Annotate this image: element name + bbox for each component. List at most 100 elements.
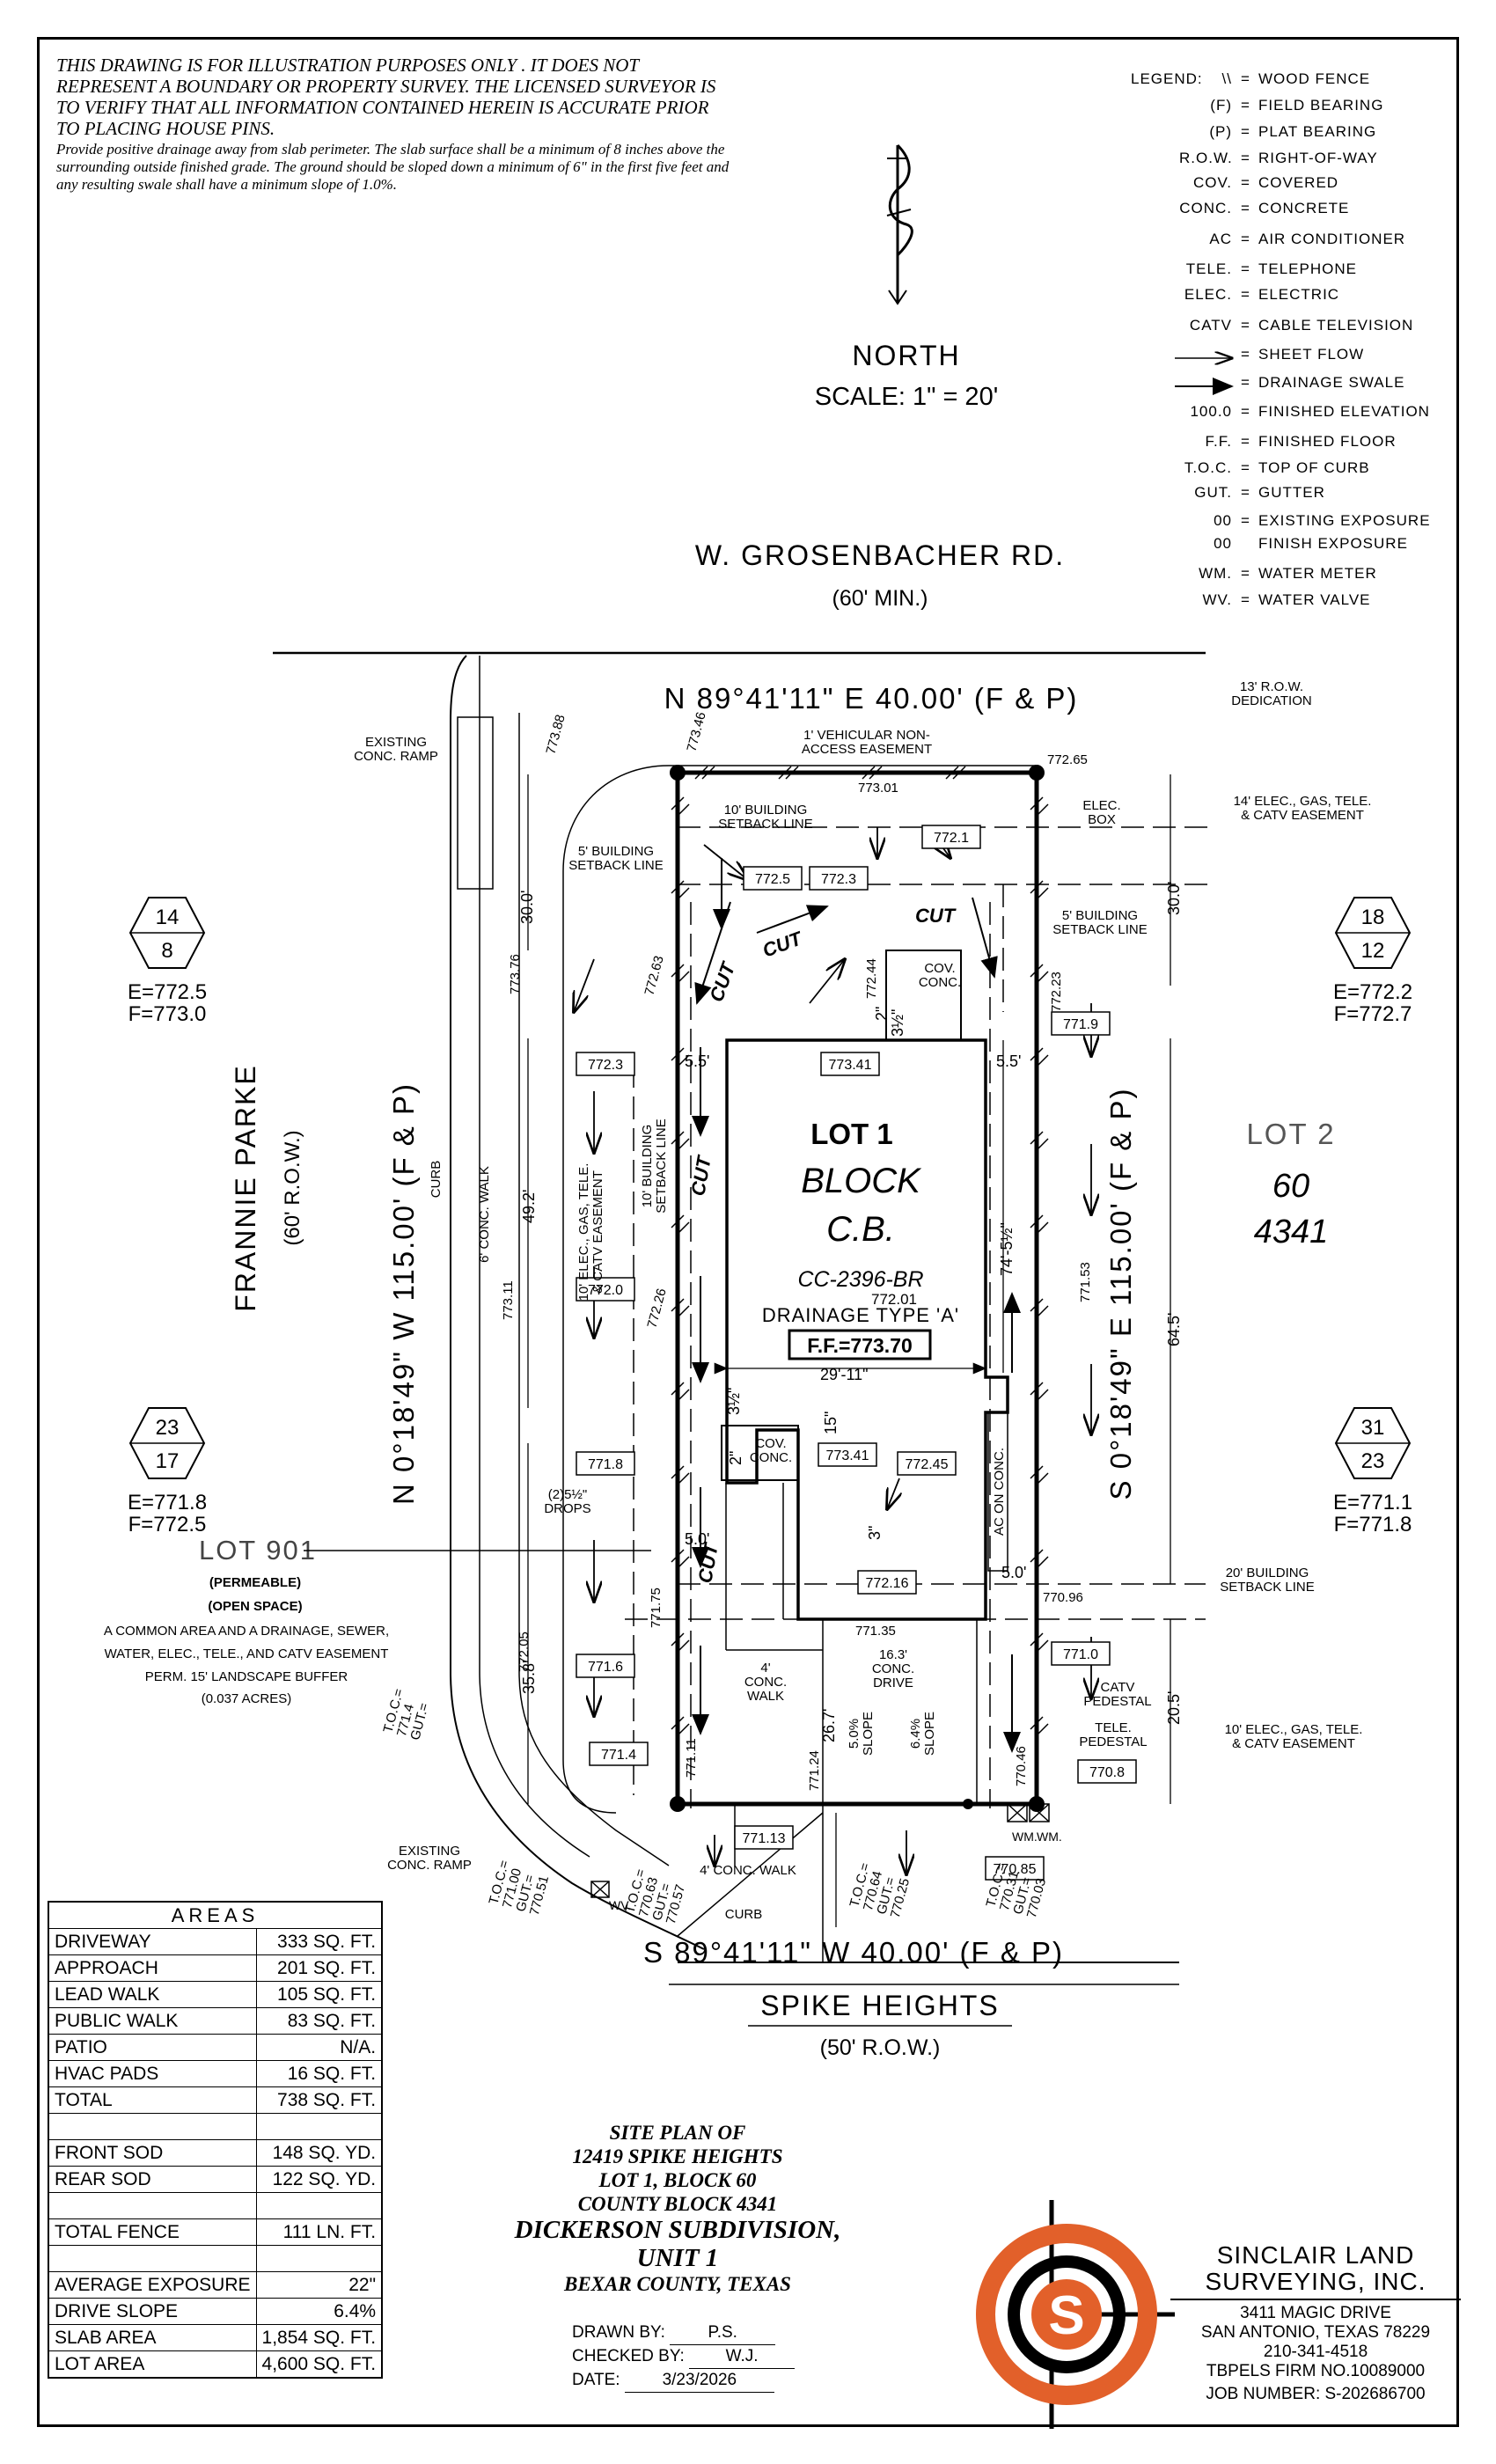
exposure-finish: 8 [161,939,172,963]
scale-label: SCALE: 1" = 20' [815,383,998,411]
fence-mark [1035,1221,1049,1236]
legend-meaning: DRAINAGE SWALE [1258,374,1405,391]
note-slope2: 6.4%SLOPE [908,1712,937,1756]
elevation-box: 772.3 [809,866,869,891]
fence-mark [676,803,690,818]
areas-key: FRONT SOD [48,2139,257,2167]
areas-key: AVERAGE EXPOSURE [48,2271,257,2299]
areas-key: APPROACH [48,1954,257,1982]
areas-value: N/A. [255,2034,383,2061]
fence-mark [1030,1131,1044,1145]
legend-symbol: \\ [1221,70,1232,87]
bearing-south: S 89°41'11" W 40.00' (F & P) [643,1936,1064,1969]
areas-title: AREAS [48,1901,383,1929]
exposure-e: E=772.2 [1333,980,1412,1004]
company-firm: TBPELS FIRM NO.10089000 [1206,2362,1426,2380]
fence-mark [701,766,715,780]
corner-pins [670,765,1045,1812]
areas-value: 16 SQ. FT. [255,2060,383,2087]
exposure-f: F=773.0 [128,1002,207,1026]
elevation-box: 771.4 [589,1742,649,1766]
dimension-text: 3" [866,1526,884,1540]
areas-value: 201 SQ. FT. [255,1954,383,1982]
legend-equals: = [1241,286,1250,303]
legend-meaning: ELECTRIC [1258,286,1340,303]
areas-value [255,2113,383,2140]
fence-mark [1030,1214,1044,1228]
fence-mark [671,1047,685,1061]
elevation-box: 771.8 [576,1451,635,1476]
legend-meaning: COVERED [1258,174,1339,191]
wm-label: WM. [1012,1830,1038,1844]
fence-mark [676,1723,690,1737]
cut-label-2: CUT [759,927,806,961]
lot-number: LOT 1 [810,1118,893,1150]
exposure-existing: 23 [156,1416,180,1440]
legend-symbol: (F) [1210,97,1232,114]
fence-mark [1030,1298,1044,1312]
elevation-value: 770.8 [1089,1765,1125,1780]
legend-meaning: FINISHED ELEVATION [1258,403,1430,420]
ac-pad [987,1412,1008,1572]
legend-equals: = [1241,174,1250,191]
wood-fence-marks [671,766,1049,1737]
spot-elevation: 771.24 [807,1750,822,1791]
note-toc-gut-4: T.O.C.=770.64GUT.=770.25 [847,1861,913,1920]
fence-mark [676,1639,690,1654]
legend-equals: = [1241,403,1250,420]
fence-mark [671,1632,685,1646]
legend-meaning: CABLE TELEVISION [1258,317,1414,334]
note-vehicular: 1' VEHICULAR NON-ACCESS EASEMENT [802,728,932,757]
lot901-permeable: (PERMEABLE) [209,1575,301,1590]
dimension-text: 15" [822,1412,840,1434]
drainage-swale-arrows [692,858,1021,1753]
fence-mark [1030,1549,1044,1563]
signoff: DRAWN BY: P.S. CHECKED BY: W.J. DATE: 3/… [572,2321,796,2393]
fence-mark [676,1472,690,1486]
fence-mark [1035,1305,1049,1319]
cov-conc-south [721,1425,799,1481]
company-name-1: SINCLAIR LAND [1216,2241,1415,2269]
areas-value [255,2245,383,2272]
areas-value: 738 SQ. FT. [255,2086,383,2114]
fence-mark [1035,1639,1049,1654]
legend-meaning: WOOD FENCE [1258,70,1371,87]
legend-equals: = [1241,97,1250,114]
dimension-text: 2" [873,1007,891,1021]
logo-letter: S [1048,2285,1084,2346]
areas-key [48,2245,257,2272]
legend-symbol: 100.0 [1190,403,1232,420]
dimension-lines [527,774,1171,1927]
spot-elevation: 772.65 [1047,752,1088,767]
job-number: JOB NUMBER: S-202686700 [1206,2385,1426,2403]
spot-elevation: 771.75 [649,1588,664,1628]
checked-by: W.J. [689,2345,796,2369]
legend-symbol: CATV [1189,317,1232,334]
areas-row [48,2113,383,2140]
elevation-value: 771.0 [1063,1647,1098,1662]
legend-equals: = [1241,484,1250,501]
legend-title: LEGEND: [1131,70,1203,87]
company-block: SINCLAIR LAND SURVEYING, INC. 3411 MAGIC… [1170,2242,1461,2404]
legend-symbol: TELE. [1185,260,1232,277]
title-line-2: 12419 SPIKE HEIGHTS [572,2145,783,2167]
areas-key: DRIVE SLOPE [48,2298,257,2325]
drawing-frame [37,37,1459,2427]
title-line-6: UNIT 1 [636,2244,719,2272]
exposure-existing: 31 [1361,1416,1385,1440]
cov-conc-north [885,950,962,1041]
exposure-e: E=771.1 [1333,1491,1412,1514]
title-line-7: BEXAR COUNTY, TEXAS [564,2273,791,2295]
lot901-label: LOT 901 [199,1535,317,1566]
areas-key: TOTAL [48,2086,257,2114]
legend-symbol: AC [1209,231,1232,247]
